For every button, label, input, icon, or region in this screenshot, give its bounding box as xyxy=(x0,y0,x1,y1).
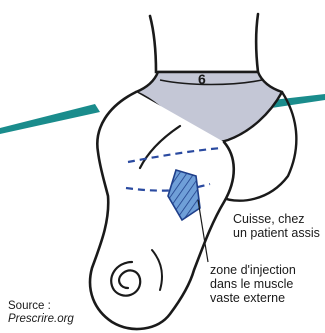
seat-edge-left xyxy=(0,104,100,134)
source-site: Prescrire.org xyxy=(8,313,118,326)
zone-caption-line-1: zone d'injection xyxy=(210,263,322,277)
zone-caption-line-2: dans le muscle xyxy=(210,277,322,291)
thigh-caption: Cuisse, chez un patient assis xyxy=(233,212,325,240)
torso xyxy=(150,14,258,72)
source-label: Source : xyxy=(8,300,118,313)
marker-number: 6 xyxy=(198,71,206,87)
thigh-caption-line-2: un patient assis xyxy=(233,226,325,240)
thigh-caption-line-1: Cuisse, chez xyxy=(233,212,325,226)
source-credit: Source : Prescrire.org xyxy=(8,300,118,326)
zone-caption-line-3: vaste externe xyxy=(210,291,322,305)
injection-zone-caption: zone d'injection dans le muscle vaste ex… xyxy=(210,263,322,305)
